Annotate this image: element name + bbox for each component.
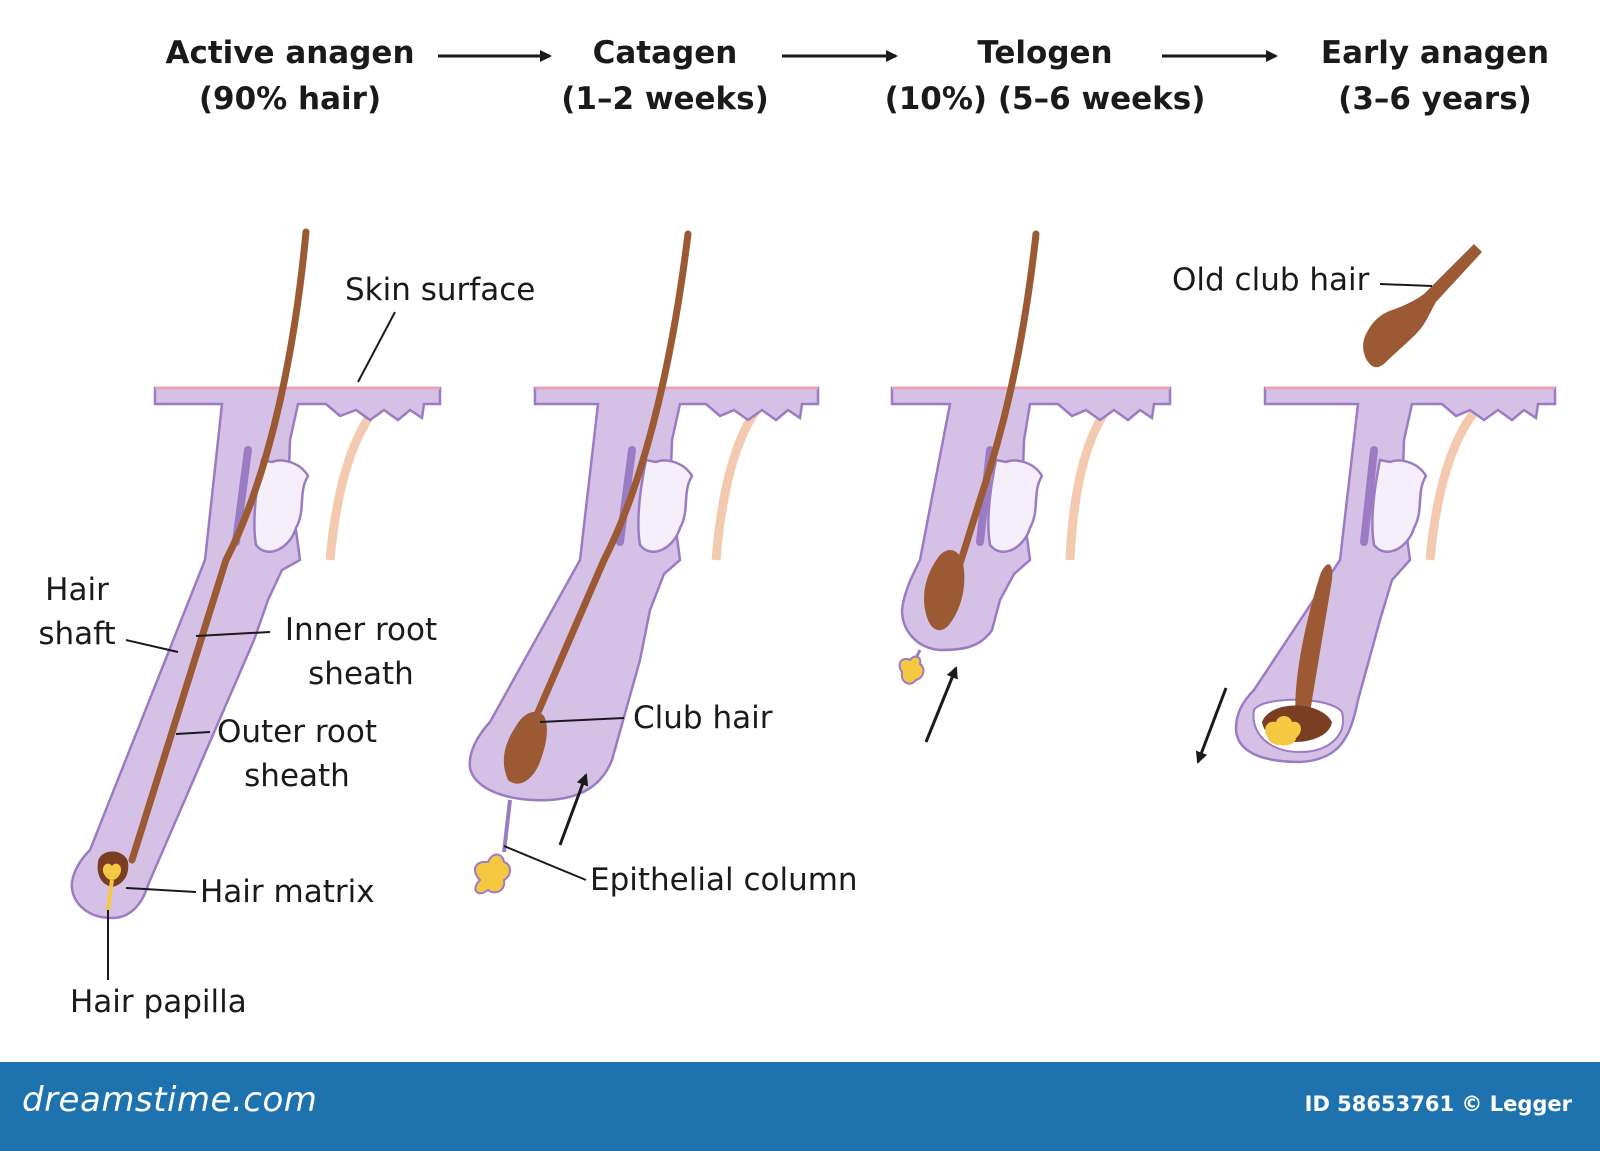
follicle-active-anagen	[70, 228, 442, 920]
catagen-up-arrow	[558, 773, 589, 846]
stage-name: Early anagen	[1320, 35, 1550, 71]
telogen-up-arrow	[924, 666, 958, 743]
stage-title-early-anagen: Early anagen (3–6 years)	[1300, 30, 1570, 122]
diagram-canvas	[70, 50, 1557, 980]
footer-bar: dreamstime.com ID 58653761 © Legger	[0, 1062, 1600, 1151]
stage-detail: (1–2 weeks)	[561, 81, 769, 117]
stage-name: Active anagen	[165, 35, 415, 71]
label-hair-shaft: Hair shaft	[38, 572, 116, 652]
leader-lines	[107, 283, 1433, 980]
stage-detail: (90% hair)	[198, 81, 382, 117]
hair-cycle-diagram: Active anagen (90% hair) Catagen (1–2 we…	[38, 30, 1570, 1020]
stage-title-active-anagen: Active anagen (90% hair)	[150, 30, 430, 122]
stage-detail: (3–6 years)	[1338, 81, 1532, 117]
follicle-telogen	[890, 230, 1172, 743]
label-hair-papilla: Hair papilla	[70, 984, 247, 1020]
follicle-early-anagen	[1195, 244, 1557, 764]
label-old-club-hair: Old club hair	[1172, 262, 1370, 298]
stage-detail: (10%) (5–6 weeks)	[884, 81, 1206, 117]
brand-logo[interactable]: dreamstime.com	[22, 1080, 318, 1120]
follicle-catagen	[468, 230, 820, 895]
early-anagen-down-arrow	[1195, 687, 1228, 764]
label-skin-surface: Skin surface	[345, 272, 536, 308]
label-epithelial-column: Epithelial column	[590, 862, 858, 898]
stage-name: Telogen	[977, 35, 1113, 71]
image-credit: ID 58653761 © Legger	[1304, 1092, 1572, 1116]
label-hair-matrix: Hair matrix	[200, 874, 375, 910]
stage-title-catagen: Catagen (1–2 weeks)	[550, 30, 780, 122]
stage-title-telogen: Telogen (10%) (5–6 weeks)	[880, 30, 1210, 122]
label-inner-root-sheath: Inner root sheath	[284, 612, 438, 692]
label-outer-root-sheath: Outer root sheath	[216, 714, 378, 794]
label-club-hair: Club hair	[633, 700, 773, 736]
old-club-hair-shape	[1363, 244, 1482, 368]
stage-name: Catagen	[592, 35, 738, 71]
